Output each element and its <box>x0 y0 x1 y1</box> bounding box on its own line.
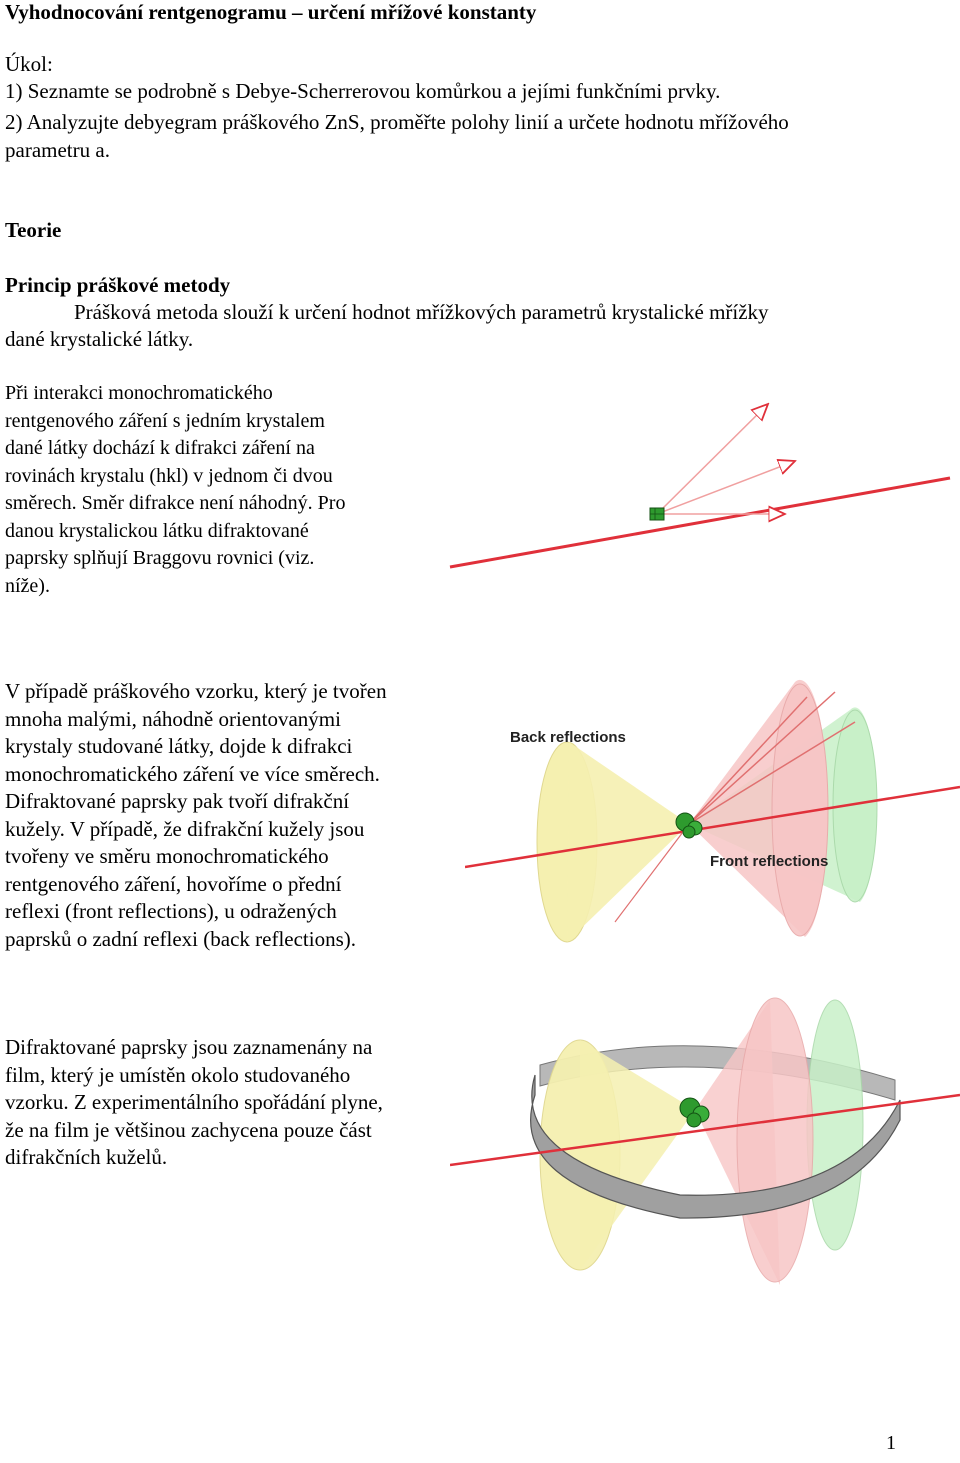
back-cone-yellow <box>536 741 689 943</box>
paragraph-film: Difraktované paprsky jsou zaznamenány na… <box>5 1035 383 1169</box>
diffracted-beam-1 <box>656 404 768 515</box>
method-intro-line2: dané krystalické látky. <box>5 327 194 351</box>
front-reflections-label: Front reflections <box>710 853 828 870</box>
single-crystal-figure <box>449 390 951 569</box>
task-item-1: 1) Seznamte se podrobně s Debye-Scherrer… <box>5 79 721 103</box>
crystal-cluster-icon <box>679 1097 710 1128</box>
crystal-cluster-icon <box>675 812 703 839</box>
task-item-2-continued: parametru a. <box>5 138 110 162</box>
paragraph-single-crystal: Při interakci monochromatického rentgeno… <box>5 382 346 597</box>
method-intro-line1: Prášková metoda slouží k určení hodnot m… <box>74 300 769 324</box>
back-cone-yellow <box>539 1039 695 1271</box>
theory-heading: Teorie <box>5 218 62 242</box>
back-beam <box>614 823 690 923</box>
page-title: Vyhodnocování rentgenogramu – určení mří… <box>5 0 537 24</box>
film-figure <box>450 997 960 1285</box>
front-cone-pink <box>695 997 814 1285</box>
paragraph-powder: V případě práškového vzorku, který je tv… <box>5 679 387 951</box>
crystal-icon <box>649 507 665 521</box>
incident-beam <box>449 476 951 569</box>
front-beam-1 <box>688 721 856 825</box>
incident-beam <box>465 785 960 869</box>
front-cone-green <box>806 999 864 1251</box>
front-beam-3 <box>688 696 808 825</box>
front-cone-pink <box>689 679 829 937</box>
diffracted-beam-2 <box>656 461 795 515</box>
front-beam-2 <box>688 691 836 825</box>
cones-figure: Back reflections Front reflections <box>465 679 960 943</box>
task-item-2: 2) Analyzujte debyegram práškového ZnS, … <box>5 110 789 134</box>
page-number: 1 <box>886 1432 896 1454</box>
task-label: Úkol: <box>5 52 53 76</box>
incident-beam <box>450 1093 960 1167</box>
back-reflections-label: Back reflections <box>510 729 626 746</box>
method-heading: Princip práškové metody <box>5 273 231 297</box>
front-film-half <box>530 1074 901 1219</box>
